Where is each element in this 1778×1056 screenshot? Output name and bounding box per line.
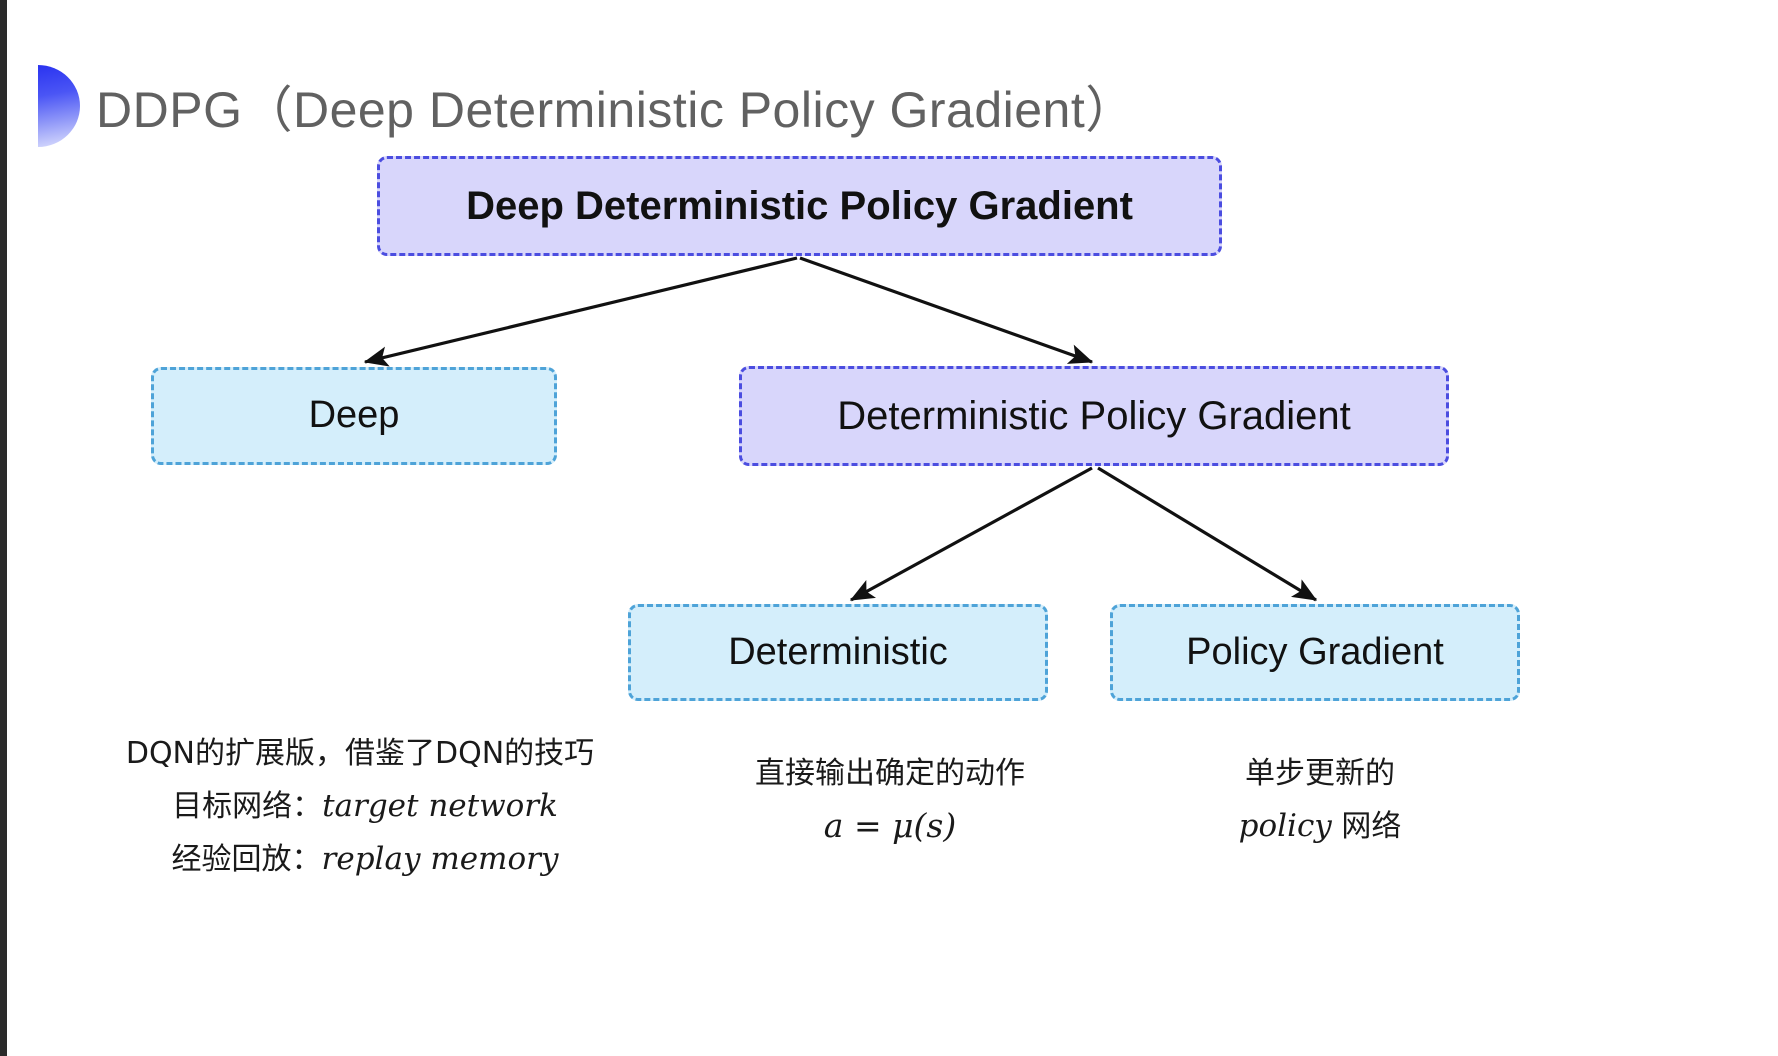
- caption-deep: DQN的扩展版，借鉴了DQN的技巧 目标网络：target network 经验…: [100, 728, 620, 886]
- node-deterministic-policy-gradient[interactable]: Deterministic Policy Gradient: [739, 366, 1449, 466]
- edge-root-to-dpg: [799, 256, 1094, 364]
- caption-deterministic-line1: 直接输出确定的动作: [755, 756, 1025, 791]
- caption-policy-gradient: 单步更新的 policy 网络: [1140, 748, 1500, 853]
- node-label: Deterministic Policy Gradient: [837, 394, 1351, 438]
- edge-root-to-deep: [363, 256, 798, 367]
- node-label: Deterministic: [728, 630, 948, 673]
- edge-dpg-to-policy-gradient: [1097, 466, 1318, 602]
- page-title: DDPG（Deep Deterministic Policy Gradient）: [38, 58, 1136, 154]
- node-deep-deterministic-policy-gradient[interactable]: Deep Deterministic Policy Gradient: [377, 156, 1222, 256]
- caption-deep-line1: DQN的扩展版，借鉴了DQN的技巧: [125, 736, 595, 771]
- node-label: Deep: [308, 394, 400, 437]
- node-deep[interactable]: Deep: [151, 367, 557, 465]
- node-policy-gradient[interactable]: Policy Gradient: [1110, 604, 1520, 701]
- caption-policy-gradient-suffix: 网络: [1331, 808, 1402, 844]
- title-accent-shape-icon: [38, 65, 80, 147]
- caption-policy-gradient-line1: 单步更新的: [1245, 756, 1395, 791]
- slide-left-edge: [0, 0, 7, 1056]
- caption-deep-line3-term: replay memory: [321, 840, 559, 877]
- caption-deterministic: 直接输出确定的动作 a = μ(s): [700, 748, 1080, 852]
- caption-policy-gradient-term: policy: [1238, 807, 1332, 844]
- node-deterministic[interactable]: Deterministic: [628, 604, 1048, 701]
- edge-dpg-to-deterministic: [849, 466, 1093, 602]
- page-title-text: DDPG（Deep Deterministic Policy Gradient）: [96, 82, 1136, 138]
- node-label: Deep Deterministic Policy Gradient: [466, 184, 1133, 228]
- caption-deep-line2-label: 目标网络：: [172, 788, 323, 824]
- node-label: Policy Gradient: [1186, 630, 1444, 673]
- caption-deep-line3: 经验回放：replay memory: [100, 833, 620, 886]
- caption-deep-line2: 目标网络：target network: [100, 780, 620, 833]
- caption-deep-line3-label: 经验回放：: [171, 841, 322, 877]
- caption-deep-line2-term: target network: [322, 787, 558, 824]
- caption-deterministic-formula: a = μ(s): [823, 805, 957, 845]
- caption-policy-gradient-line2: policy 网络: [1140, 800, 1500, 853]
